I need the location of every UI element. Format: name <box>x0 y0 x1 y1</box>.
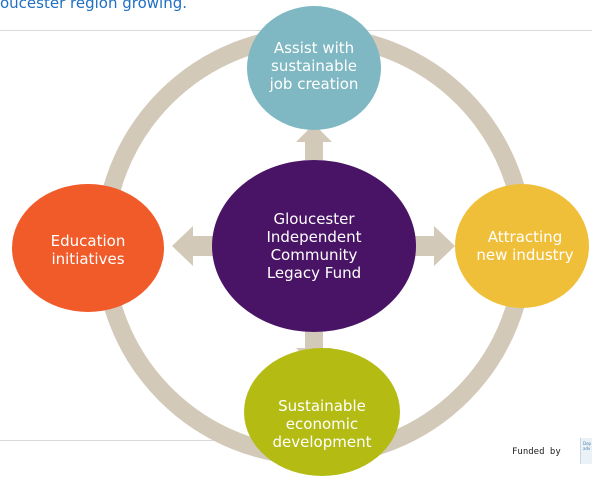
arrow-left <box>172 226 216 266</box>
funder-logo: Dep adv <box>580 438 592 464</box>
center-ellipse <box>212 160 416 332</box>
right-node-label: Attracting new industry <box>476 228 574 264</box>
left-node-ellipse <box>12 184 164 312</box>
bottom-node-ellipse <box>244 348 400 476</box>
funded-by-text: Funded by <box>512 447 561 457</box>
left-node-label: Education initiatives <box>50 232 126 268</box>
bottom-node-label: Sustainable economic development <box>272 397 372 451</box>
funder-logo-text: Dep adv <box>583 441 592 451</box>
top-node-ellipse <box>247 6 381 130</box>
bottom-divider <box>0 440 240 441</box>
right-node-ellipse <box>455 184 589 308</box>
header-text: oucester region growing. <box>0 0 187 12</box>
center-label: Gloucester Independent Community Legacy … <box>266 210 362 282</box>
top-node-label: Assist with sustainable job creation <box>269 39 359 93</box>
arrow-right <box>412 226 455 266</box>
arrow-up <box>296 124 332 160</box>
